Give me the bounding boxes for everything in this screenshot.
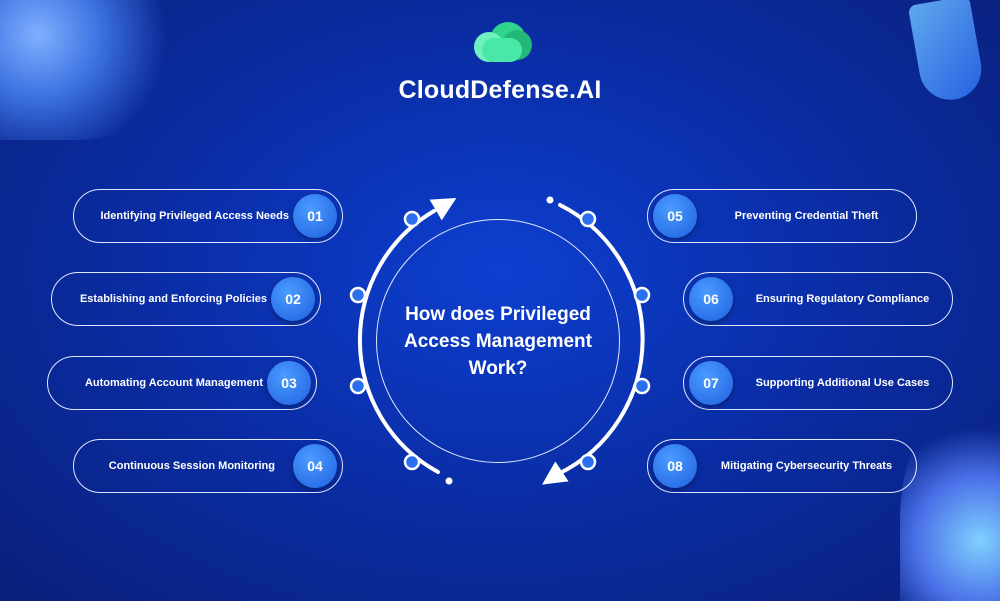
step-number: 02 <box>271 277 315 321</box>
step-number: 07 <box>689 361 733 405</box>
step-number: 06 <box>689 277 733 321</box>
cloud-logo-icon <box>468 20 532 70</box>
step-05: 05 Preventing Credential Theft <box>647 189 917 243</box>
step-label: Supporting Additional Use Cases <box>755 377 930 389</box>
right-arc <box>556 203 645 476</box>
arrow-head <box>542 461 569 485</box>
step-number: 03 <box>267 361 311 405</box>
step-04: Continuous Session Monitoring 04 <box>73 439 343 493</box>
step-number: 04 <box>293 444 337 488</box>
step-label: Mitigating Cybersecurity Threats <box>720 460 893 472</box>
step-label: Establishing and Enforcing Policies <box>79 293 267 305</box>
step-label: Identifying Privileged Access Needs <box>100 210 290 222</box>
step-02: Establishing and Enforcing Policies 02 <box>51 272 321 326</box>
arc-end-dot <box>546 196 554 204</box>
step-08: 08 Mitigating Cybersecurity Threats <box>647 439 917 493</box>
step-label: Ensuring Regulatory Compliance <box>755 293 930 305</box>
brand-name: CloudDefense.AI <box>398 76 602 104</box>
step-label: Continuous Session Monitoring <box>108 460 275 472</box>
arrow-head <box>429 197 457 221</box>
left-arc <box>357 209 440 474</box>
logo: CloudDefense.AI <box>0 20 1000 105</box>
center-title: How does Privileged Access Management Wo… <box>376 219 620 463</box>
step-06: 06 Ensuring Regulatory Compliance <box>683 272 953 326</box>
step-07: 07 Supporting Additional Use Cases <box>683 356 953 410</box>
step-number: 05 <box>653 194 697 238</box>
step-number: 08 <box>653 444 697 488</box>
step-label: Preventing Credential Theft <box>734 210 879 222</box>
step-label: Automating Account Management <box>84 377 263 389</box>
arc-end-dot <box>445 477 453 485</box>
step-markers <box>349 210 651 471</box>
step-number: 01 <box>293 194 337 238</box>
step-03: Automating Account Management 03 <box>47 356 317 410</box>
